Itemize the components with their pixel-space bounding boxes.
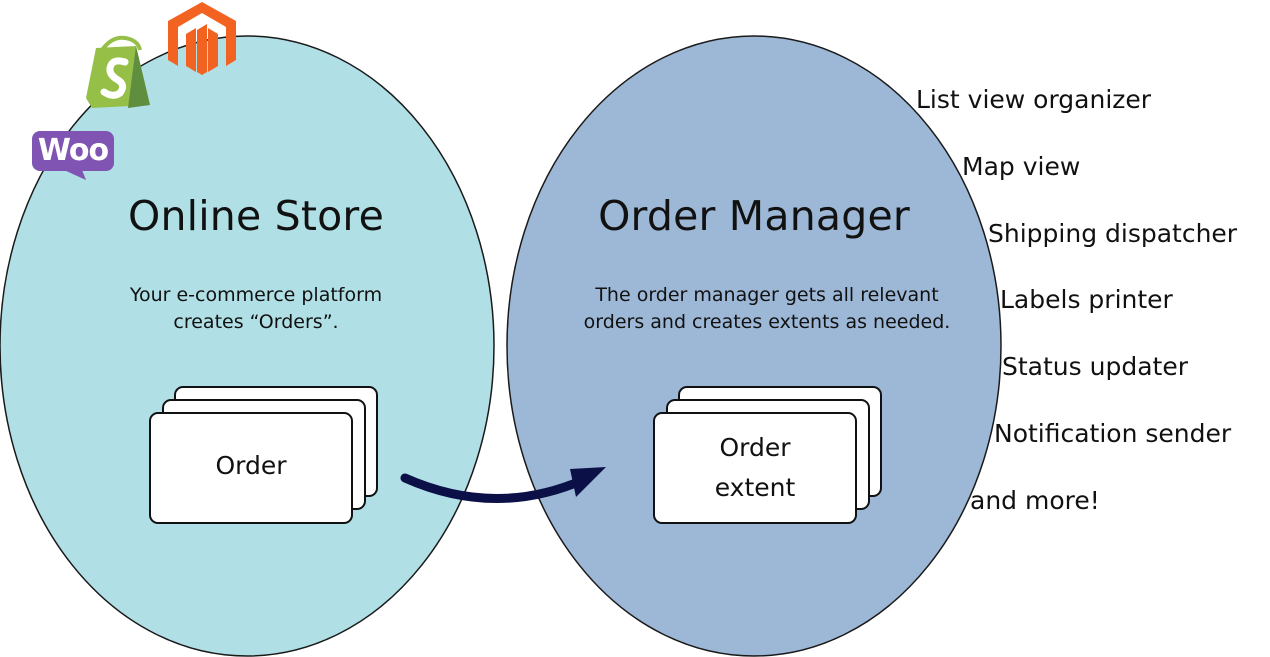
feature-map-view: Map view xyxy=(962,152,1081,181)
woocommerce-logo xyxy=(32,131,114,180)
online-store-description-line1: Your e-commerce platform xyxy=(129,284,383,306)
order-card-label: Order xyxy=(215,451,287,480)
online-store-ellipse xyxy=(0,35,495,657)
feature-shipping-dispatcher: Shipping dispatcher xyxy=(988,219,1238,248)
feature-list-view-organizer: List view organizer xyxy=(916,85,1152,114)
order-extent-card-line1: Order xyxy=(719,433,791,462)
order-extent-card-line2: extent xyxy=(714,473,796,502)
shopify-logo xyxy=(86,35,150,108)
feature-and-more: and more! xyxy=(970,486,1100,515)
magento-logo xyxy=(168,2,236,75)
flow-arrow xyxy=(400,467,606,503)
feature-notification-sender: Notification sender xyxy=(994,419,1232,448)
order-manager-ellipse xyxy=(506,35,1002,657)
order-manager-description-line1: The order manager gets all relevant xyxy=(595,284,939,306)
online-store-title: Online Store xyxy=(127,192,385,240)
feature-labels-printer: Labels printer xyxy=(1000,285,1173,314)
order-card-stack xyxy=(149,386,378,524)
order-extent-card-stack xyxy=(653,386,882,524)
order-manager-description-line2: orders and creates extents as needed. xyxy=(583,311,951,333)
feature-status-updater: Status updater xyxy=(1002,352,1188,381)
order-manager-title: Order Manager xyxy=(598,192,910,240)
online-store-description-line2: creates “Orders”. xyxy=(173,311,339,333)
woocommerce-logo-text: Woo xyxy=(37,133,109,168)
